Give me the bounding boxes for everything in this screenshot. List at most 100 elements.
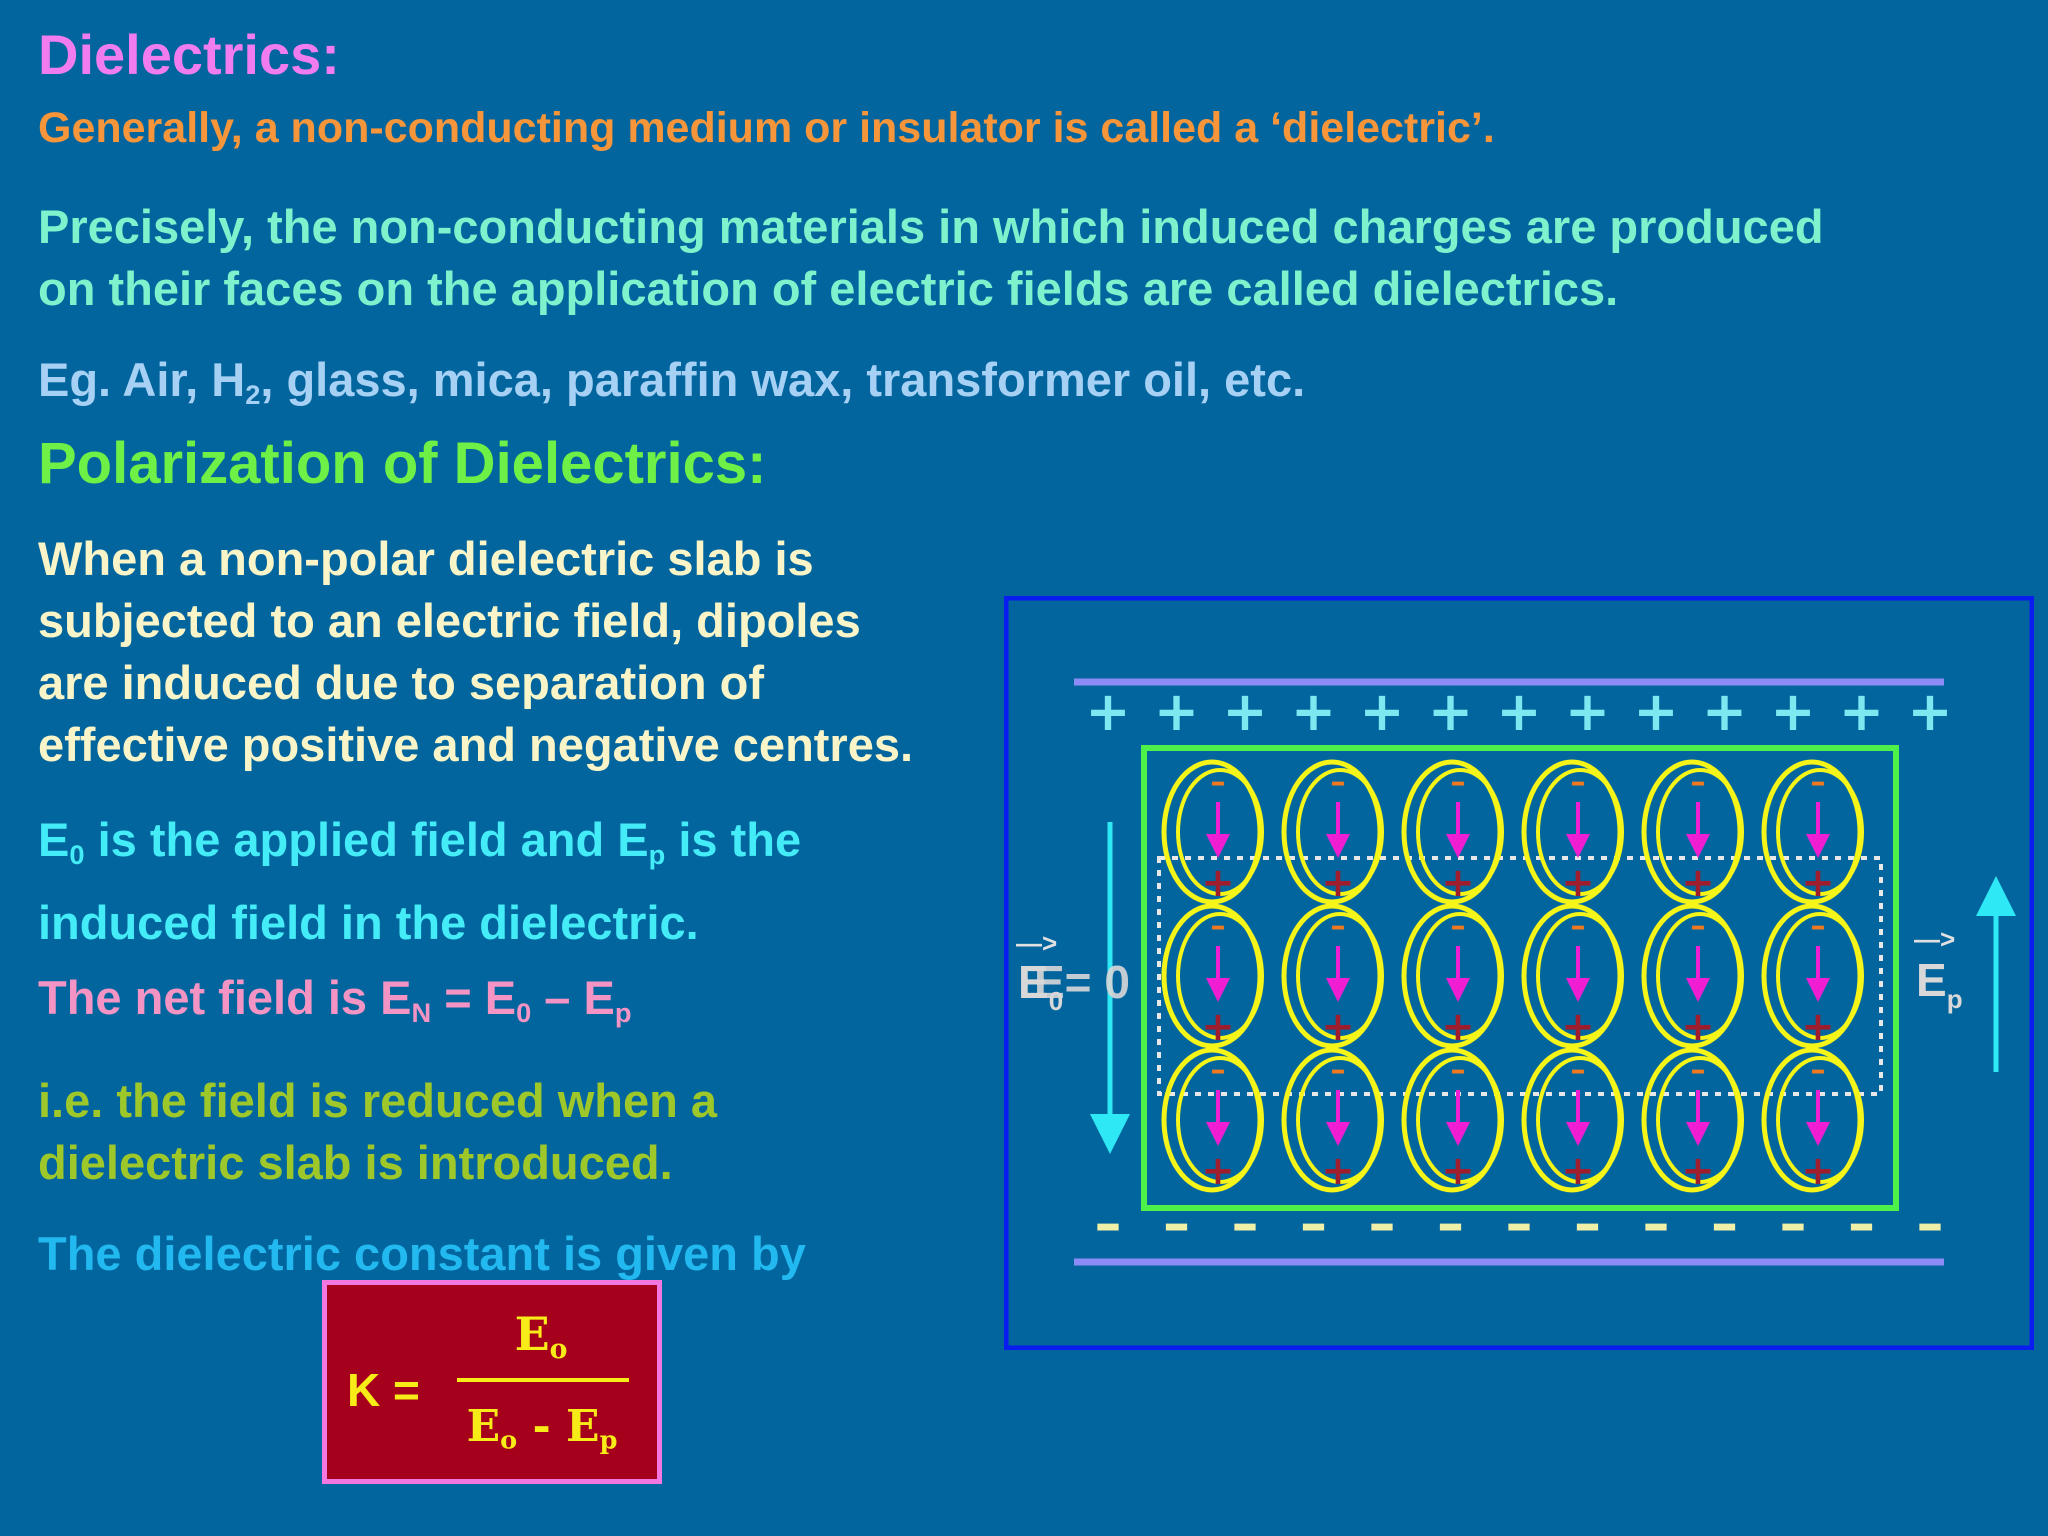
dipole-negative-end: – — [1211, 1053, 1226, 1088]
dipole-inner-ellipse — [1296, 1056, 1384, 1184]
dipole-positive-end: + — [1681, 860, 1715, 906]
dipole-negative-end: – — [1331, 1053, 1346, 1088]
plate-plus-sign: + — [1839, 680, 1884, 743]
dipole-inner-ellipse — [1416, 1056, 1504, 1184]
polarization-line: When a non-polar dielectric slab is — [38, 532, 814, 585]
dielectric-slab — [1141, 745, 1899, 1211]
dipole: –+ — [1521, 1047, 1624, 1194]
fields-ep-sub: p — [648, 839, 666, 871]
dipole: –+ — [1521, 759, 1624, 906]
denominator-sub1: o — [500, 1425, 518, 1456]
dipole-grid: –+–+–+–+–+–+–+–+–+–+–+–+–+–+–+–+–+–+ — [1161, 759, 1864, 1194]
dipole-positive-end: + — [1201, 1148, 1235, 1194]
examples-prefix: Eg. Air, H — [38, 353, 246, 406]
dipole-positive-end: + — [1441, 1004, 1475, 1050]
precise-definition-line2: on their faces on the application of ele… — [38, 262, 1619, 315]
plate-minus-sign: – — [1711, 1192, 1738, 1255]
dielectric-constant-formula: K = Eo Eo - Ep — [322, 1280, 662, 1484]
e0-overlap-label: E= 0 — [1034, 956, 1130, 1008]
plate-minus-sign: – — [1574, 1192, 1601, 1255]
plate-plus-sign: + — [1222, 680, 1267, 743]
net-p-sub: p — [614, 997, 632, 1029]
dipole-inner-ellipse — [1296, 768, 1384, 896]
dipole-negative-end: – — [1211, 909, 1226, 944]
fields-mid-text: is the applied field and E — [84, 813, 649, 866]
dipole-positive-end: + — [1561, 860, 1595, 906]
formula-numerator: Eo — [455, 1307, 627, 1365]
e0-label: E0 — [1018, 956, 1063, 1016]
fields-e0-sub: 0 — [69, 839, 85, 871]
dipole-inner-ellipse — [1176, 768, 1264, 896]
net-minus: – E — [531, 971, 615, 1024]
dipole-inner-ellipse — [1776, 912, 1864, 1040]
net-field-equation: The net field is EN = E0 – Ep — [38, 970, 631, 1029]
dipole-inner-ellipse — [1296, 912, 1384, 1040]
dipole-positive-end: + — [1561, 1148, 1595, 1194]
formula-lhs: K = — [347, 1364, 420, 1416]
polarization-paragraph: When a non-polar dielectric slab is subj… — [38, 528, 913, 776]
dipole-negative-end: – — [1451, 909, 1466, 944]
dipole-positive-end: + — [1201, 1004, 1235, 1050]
slide-title: Dielectrics: — [38, 23, 340, 86]
plate-minus-sign: – — [1780, 1192, 1807, 1255]
plate-plus-sign: + — [1085, 680, 1130, 743]
dipole: –+ — [1281, 759, 1384, 906]
dipole-inner-ellipse — [1536, 768, 1624, 896]
dipole-positive-end: + — [1321, 1004, 1355, 1050]
dipole-inner-ellipse — [1656, 768, 1744, 896]
reduced-line1: i.e. the field is reduced when a — [38, 1074, 718, 1127]
dipole: –+ — [1161, 903, 1264, 1050]
section-subtitle: Polarization of Dielectrics: — [38, 431, 767, 496]
dipole: –+ — [1641, 1047, 1744, 1194]
dipole-negative-end: – — [1691, 1053, 1706, 1088]
net-n-sub: N — [411, 997, 432, 1029]
dipole-inner-ellipse — [1776, 1056, 1864, 1184]
plate-plus-sign: + — [1359, 680, 1404, 743]
dipole-negative-end: – — [1811, 765, 1826, 800]
polarization-diagram: +++++++++++++ ––––––––––––– –+–+–+–+–+–+… — [1004, 596, 2034, 1350]
dipole: –+ — [1641, 759, 1744, 906]
plate-minus-sign: – — [1848, 1192, 1875, 1255]
precise-definition-line1: Precisely, the non-conducting materials … — [38, 200, 1824, 253]
dipole: –+ — [1761, 759, 1864, 906]
dipole: –+ — [1401, 1047, 1504, 1194]
dipole: –+ — [1161, 759, 1264, 906]
numerator-e: E — [514, 1307, 550, 1361]
positive-charges: +++++++++++++ — [1085, 680, 1952, 743]
plate-minus-sign: – — [1506, 1192, 1533, 1255]
plate-minus-sign: – — [1643, 1192, 1670, 1255]
dipole-positive-end: + — [1561, 1004, 1595, 1050]
dipole-positive-end: + — [1321, 1148, 1355, 1194]
dipole-negative-end: – — [1451, 1053, 1466, 1088]
fields-description: E0 is the applied field and Ep is the in… — [38, 806, 801, 957]
dipole-inner-ellipse — [1536, 912, 1624, 1040]
net-eq: = E — [431, 971, 517, 1024]
plate-minus-sign: – — [1300, 1192, 1327, 1255]
dipole-positive-end: + — [1321, 860, 1355, 906]
plate-plus-sign: + — [1496, 680, 1541, 743]
dipole: –+ — [1761, 1047, 1864, 1194]
formula-denominator: Eo - Ep — [445, 1401, 639, 1456]
dipole-inner-ellipse — [1416, 912, 1504, 1040]
dipole: –+ — [1401, 903, 1504, 1050]
dipole-negative-end: – — [1811, 909, 1826, 944]
plate-plus-sign: + — [1291, 680, 1336, 743]
fields-line1: E0 is the applied field and Ep is the — [38, 806, 801, 889]
plate-plus-sign: + — [1565, 680, 1610, 743]
diagram-frame — [1004, 596, 2034, 1350]
dipole: –+ — [1161, 1047, 1264, 1194]
dipole-negative-end: – — [1571, 1053, 1586, 1088]
plate-plus-sign: + — [1770, 680, 1815, 743]
polarization-line: effective positive and negative centres. — [38, 718, 914, 771]
dipole-negative-end: – — [1571, 909, 1586, 944]
plate-minus-sign: – — [1095, 1192, 1122, 1255]
negative-charges: ––––––––––––– — [1095, 1192, 1944, 1255]
ep-label: Ep — [1916, 954, 1963, 1014]
dipole-negative-end: – — [1331, 909, 1346, 944]
dipole-negative-end: – — [1331, 765, 1346, 800]
plate-minus-sign: – — [1437, 1192, 1464, 1255]
fields-e0-letter: E — [38, 813, 70, 866]
dipole-negative-end: – — [1811, 1053, 1826, 1088]
polarization-line: are induced due to separation of — [38, 656, 764, 709]
dipole-positive-end: + — [1681, 1004, 1715, 1050]
